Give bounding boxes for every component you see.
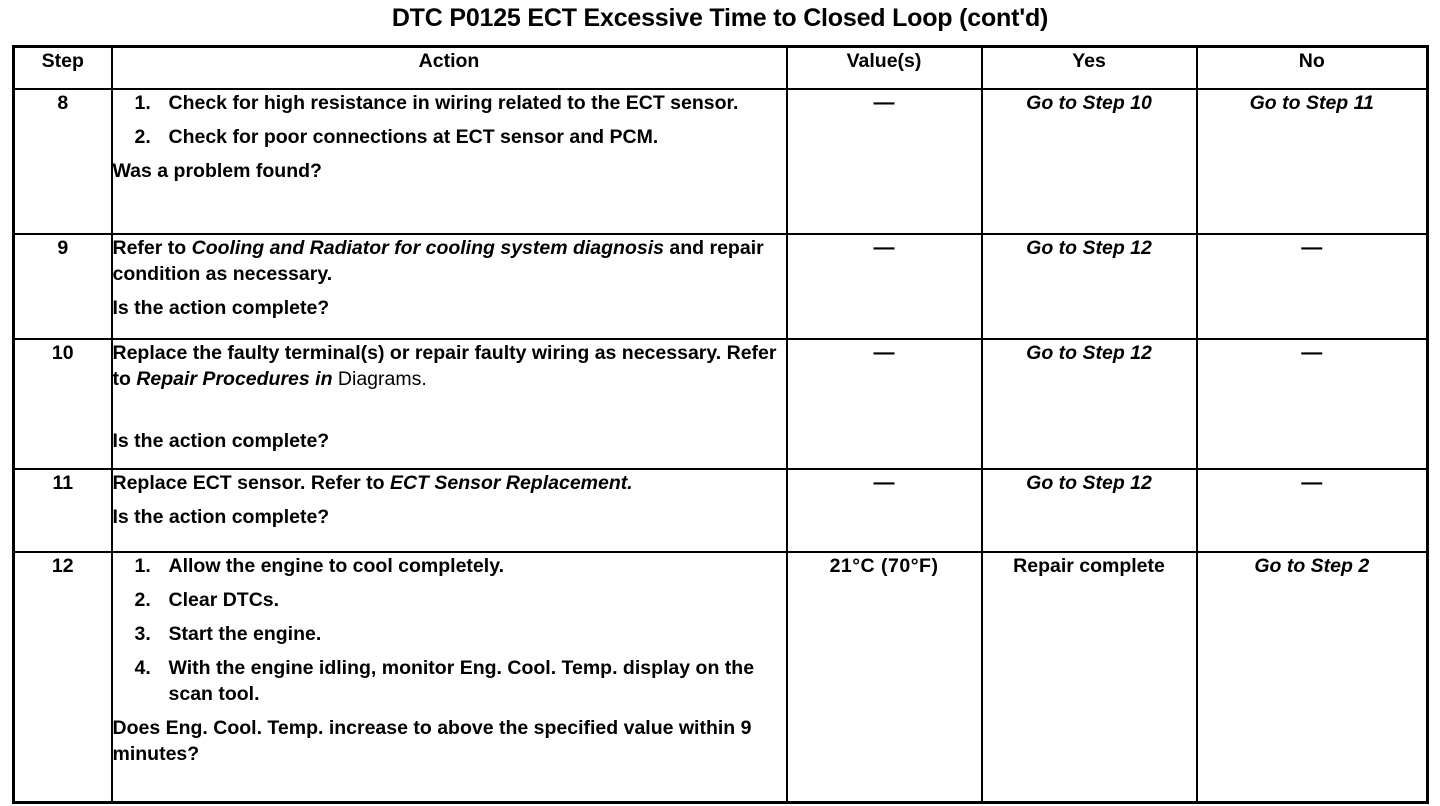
value-cell: — [785,88,983,235]
action-lead-plain: Replace the faulty terminal(s) or repair… [112,342,777,390]
list-item-number: 1. [134,92,151,114]
value-cell: — [785,338,983,470]
action-paragraph: Replace ECT sensor. Refer to ECT Sensor … [113,470,786,496]
no-branch-cell: — [1195,468,1429,553]
action-cell: Replace the faulty terminal(s) or repair… [110,338,788,470]
value-text: — [873,471,895,494]
action-paragraph: Refer to Cooling and Radiator for coolin… [113,235,786,287]
action-lead-plain: Replace ECT sensor. Refer to [112,472,390,494]
list-item: 3. Start the engine. [113,621,786,647]
value-text: — [873,236,895,259]
list-item-text: Start the engine. [168,623,322,645]
list-item-number: 4. [134,657,151,679]
no-branch-cell: Go to Step 2 [1195,551,1429,804]
action-lead-tail: and repair condition as necessary. [112,237,764,285]
value-cell: — [785,468,983,553]
value-text: 21°C (70°F) [829,555,939,577]
table-row: 9 Refer to Cooling and Radiator for cool… [12,233,1429,340]
action-step-list: 1. Check for high resistance in wiring r… [113,90,786,150]
column-header-no: No [1195,45,1429,90]
action-lead-tail: Diagrams. [332,368,427,390]
list-item: 2. Clear DTCs. [113,587,786,613]
no-branch-text: — [1301,341,1323,364]
no-branch-cell: Go to Step 11 [1195,88,1429,235]
table-header-row: Step Action Value(s) Yes No [12,45,1429,90]
action-question: Does Eng. Cool. Temp. increase to above … [112,717,752,765]
no-branch-text: Go to Step 2 [1254,555,1370,577]
action-step-list: 1. Allow the engine to cool completely. … [113,553,786,707]
column-header-action: Action [110,45,788,90]
action-lead-italic: Repair Procedures in [136,368,333,390]
yes-branch-cell: Go to Step 12 [980,338,1198,470]
table-row: 8 1. Check for high resistance in wiring… [12,88,1429,235]
step-number: 9 [12,233,113,340]
no-branch-text: — [1301,471,1323,494]
list-item: 1. Allow the engine to cool completely. [113,553,786,579]
list-item-number: 2. [134,126,151,148]
action-question: Was a problem found? [112,160,322,182]
value-cell: 21°C (70°F) [785,551,983,804]
list-item-number: 2. [134,589,151,611]
action-cell: 1. Check for high resistance in wiring r… [110,88,788,235]
diagnostic-table: Step Action Value(s) Yes No 8 1. Check f… [12,45,1429,804]
action-cell: 1. Allow the engine to cool completely. … [110,551,788,804]
page-title: DTC P0125 ECT Excessive Time to Closed L… [391,4,1049,32]
action-cell: Refer to Cooling and Radiator for coolin… [110,233,788,340]
column-header-value: Value(s) [785,45,983,90]
table-row: 12 1. Allow the engine to cool completel… [12,551,1429,804]
yes-branch-cell: Go to Step 10 [980,88,1198,235]
list-item-text: Check for high resistance in wiring rela… [168,92,739,114]
yes-branch-cell: Go to Step 12 [980,233,1198,340]
step-number: 10 [12,338,113,470]
table-row: 10 Replace the faulty terminal(s) or rep… [12,338,1429,470]
action-lead-italic: ECT Sensor Replacement. [389,472,633,494]
column-header-step: Step [12,45,113,90]
yes-branch-text: Repair complete [1013,555,1165,577]
action-lead-italic: Cooling and Radiator for cooling system … [191,237,664,259]
action-question: Is the action complete? [112,506,330,528]
list-item-text: With the engine idling, monitor Eng. Coo… [168,657,755,705]
table-row: 11 Replace ECT sensor. Refer to ECT Sens… [12,468,1429,553]
no-branch-cell: — [1195,338,1429,470]
no-branch-text: — [1301,236,1323,259]
list-item-number: 3. [134,623,151,645]
action-paragraph: Replace the faulty terminal(s) or repair… [113,340,786,392]
list-item: 4. With the engine idling, monitor Eng. … [113,655,786,707]
action-question: Is the action complete? [112,297,330,319]
list-item-text: Clear DTCs. [168,589,280,611]
value-cell: — [785,233,983,340]
yes-branch-cell: Go to Step 12 [980,468,1198,553]
yes-branch-text: Go to Step 10 [1026,92,1152,114]
step-number: 12 [12,551,113,804]
column-header-yes: Yes [980,45,1198,90]
action-question: Is the action complete? [112,430,330,452]
no-branch-text: Go to Step 11 [1249,92,1374,114]
yes-branch-text: Go to Step 12 [1026,237,1152,259]
list-item-text: Allow the engine to cool completely. [168,555,505,577]
list-item-text: Check for poor connections at ECT sensor… [168,126,659,148]
list-item-number: 1. [134,555,151,577]
yes-branch-cell: Repair complete [980,551,1198,804]
step-number: 11 [12,468,113,553]
value-text: — [873,341,895,364]
no-branch-cell: — [1195,233,1429,340]
yes-branch-text: Go to Step 12 [1026,342,1152,364]
step-number: 8 [12,88,113,235]
list-item: 1. Check for high resistance in wiring r… [113,90,786,116]
value-text: — [873,91,895,114]
list-item: 2. Check for poor connections at ECT sen… [113,124,786,150]
yes-branch-text: Go to Step 12 [1026,472,1152,494]
action-cell: Replace ECT sensor. Refer to ECT Sensor … [110,468,788,553]
action-lead-plain: Refer to [112,237,192,259]
